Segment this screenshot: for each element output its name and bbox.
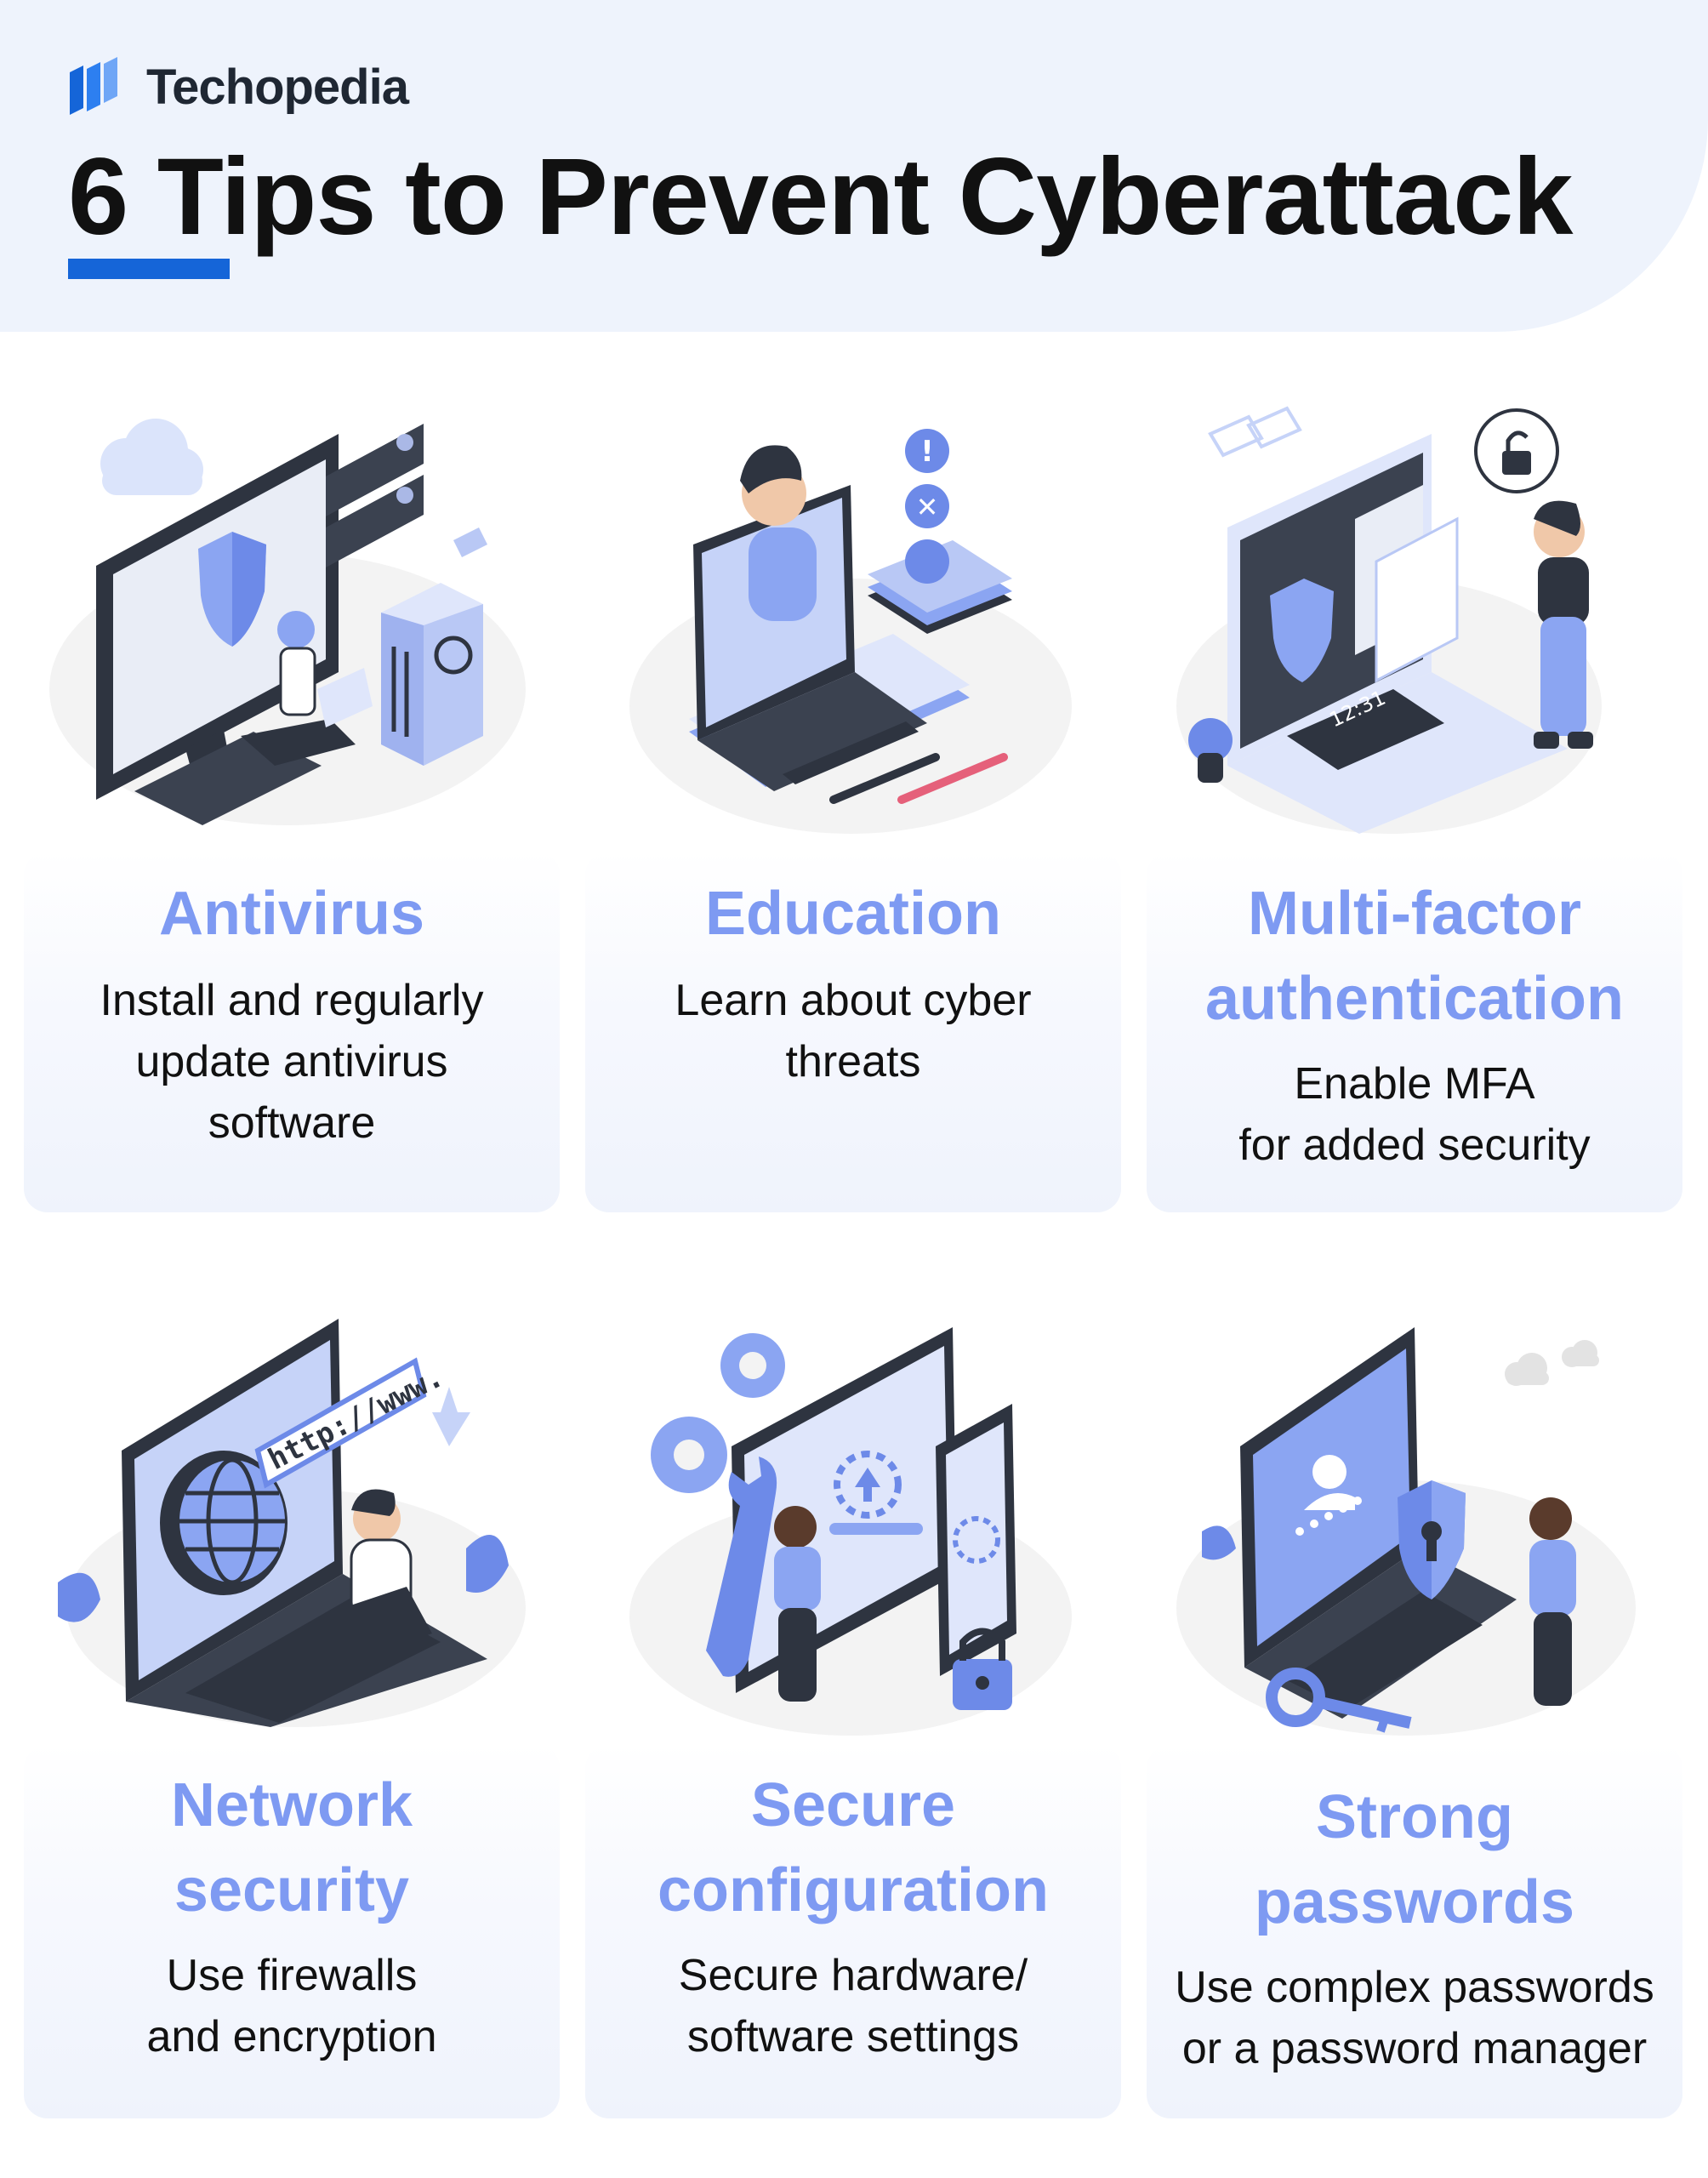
laptop-key-illustration — [1176, 1327, 1636, 1736]
tip-card-strong-passwords: Strong passwords Use complex passwords o… — [1147, 1744, 1682, 2118]
brand-name: Techopedia — [146, 59, 409, 115]
laptop-teacher-illustration: ! ✕ — [629, 429, 1072, 834]
tip-desc-line: software — [208, 1098, 376, 1148]
tip-desc-line: Use firewalls — [166, 1951, 418, 2000]
svg-text:✕: ✕ — [916, 491, 939, 523]
tip-title: Network — [170, 1771, 413, 1839]
tip-desc-line: and encryption — [146, 2012, 437, 2061]
tip-card-secure-configuration: Secure configuration Secure hardware/ so… — [585, 1744, 1121, 2118]
tip-desc-line: Install and regularly — [100, 976, 484, 1025]
tip-title: passwords — [1254, 1868, 1575, 1936]
tip-desc-line: update antivirus — [135, 1037, 448, 1086]
laptop-globe-illustration: http://www. — [58, 1319, 526, 1727]
tip-desc-line: Secure hardware/ — [678, 1951, 1028, 2000]
tip-title: Secure — [750, 1771, 956, 1839]
gears-wrench-illustration — [629, 1327, 1072, 1736]
tip-title: authentication — [1204, 965, 1624, 1033]
page-title: 6 Tips to Prevent Cyberattack — [68, 136, 1573, 258]
tip-card-education: Education Learn about cyber threats — [585, 851, 1121, 1212]
brand-logo[interactable]: Techopedia — [68, 53, 409, 121]
header-band — [0, 0, 1708, 332]
tip-title: Multi-factor — [1248, 880, 1581, 948]
tip-desc-line: software settings — [686, 2012, 1020, 2061]
monitor-shield-illustration — [49, 419, 526, 825]
techopedia-logo-icon — [70, 57, 117, 115]
title-underline — [68, 259, 230, 279]
mfa-login-illustration: 12:31 — [1176, 406, 1602, 834]
tip-card-mfa: Multi-factor authentication Enable MFA f… — [1147, 851, 1682, 1212]
tip-card-network-security: Network security Use firewalls and encry… — [24, 1744, 560, 2118]
tip-desc-line: or a password manager — [1181, 2024, 1648, 2073]
tip-desc-line: threats — [785, 1037, 921, 1086]
tip-title: security — [174, 1856, 410, 1924]
tip-title: Strong — [1316, 1783, 1513, 1851]
tip-title: Education — [704, 880, 1001, 948]
tip-desc-line: for added security — [1238, 1120, 1591, 1170]
tip-desc-line: Learn about cyber — [675, 976, 1032, 1025]
tip-desc-line: Enable MFA — [1294, 1059, 1535, 1109]
tip-title: Antivirus — [158, 880, 425, 948]
svg-text:!: ! — [920, 435, 934, 469]
tip-desc-line: Use complex passwords — [1175, 1963, 1654, 2012]
tip-title: configuration — [658, 1856, 1049, 1924]
tip-card-antivirus: Antivirus Install and regularly update a… — [24, 851, 560, 1212]
